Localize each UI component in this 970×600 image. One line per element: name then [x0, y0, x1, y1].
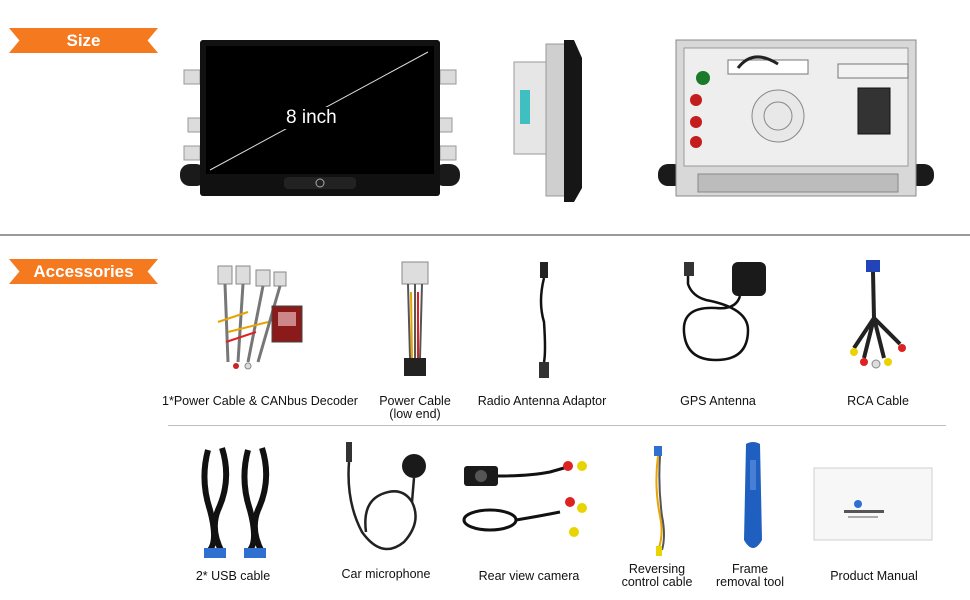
- frame-removal-tool-label: Frame removal tool: [708, 563, 792, 589]
- car-microphone-label: Car microphone: [341, 567, 431, 581]
- frame-removal-tool-image: [744, 442, 762, 548]
- section-divider: [0, 234, 970, 236]
- frame-removal-tool-label-line1: Frame: [731, 562, 769, 576]
- reversing-control-cable-label-line2: control cable: [621, 575, 693, 589]
- reversing-control-cable-image: [654, 446, 665, 556]
- power-cable-low-end-label-line2: (low end): [389, 407, 441, 421]
- rca-cable-label: RCA Cable: [847, 394, 909, 408]
- power-cable-canbus-label: 1*Power Cable & CANbus Decoder: [162, 394, 358, 408]
- power-cable-low-end-image: [401, 261, 429, 376]
- power-cable-canbus-image: [217, 265, 303, 370]
- head-unit-side-image: [513, 40, 582, 202]
- head-unit-back-image: [658, 39, 934, 197]
- row-divider: [168, 425, 946, 426]
- usb-cable-image: [201, 447, 270, 558]
- usb-cable-label: 2* USB cable: [195, 569, 271, 583]
- car-microphone-image: [346, 442, 426, 551]
- power-cable-low-end-label: Power Cable (low end): [374, 395, 456, 421]
- gps-antenna-label: GPS Antenna: [680, 394, 756, 408]
- accessories-tag-label: Accessories: [33, 261, 134, 281]
- reversing-control-cable-label-line1: Reversing: [628, 562, 686, 576]
- frame-removal-tool-label-line2: removal tool: [715, 575, 785, 589]
- product-manual-image: [813, 467, 933, 541]
- radio-antenna-adaptor-image: [539, 262, 549, 378]
- accessories-tag: Accessories: [9, 259, 158, 284]
- gps-antenna-image: [682, 262, 766, 362]
- screen-size-label: 8 inch: [283, 107, 340, 129]
- product-manual-label: Product Manual: [830, 569, 918, 583]
- radio-antenna-adaptor-label: Radio Antenna Adaptor: [477, 394, 607, 408]
- size-tag-label: Size: [66, 30, 101, 50]
- rear-view-camera-label: Rear view camera: [478, 569, 580, 583]
- reversing-control-cable-label: Reversing control cable: [614, 563, 700, 589]
- size-tag: Size: [9, 28, 158, 53]
- rca-cable-image: [850, 260, 906, 369]
- rear-view-camera-image: [462, 461, 587, 537]
- power-cable-low-end-label-line1: Power Cable: [379, 394, 451, 408]
